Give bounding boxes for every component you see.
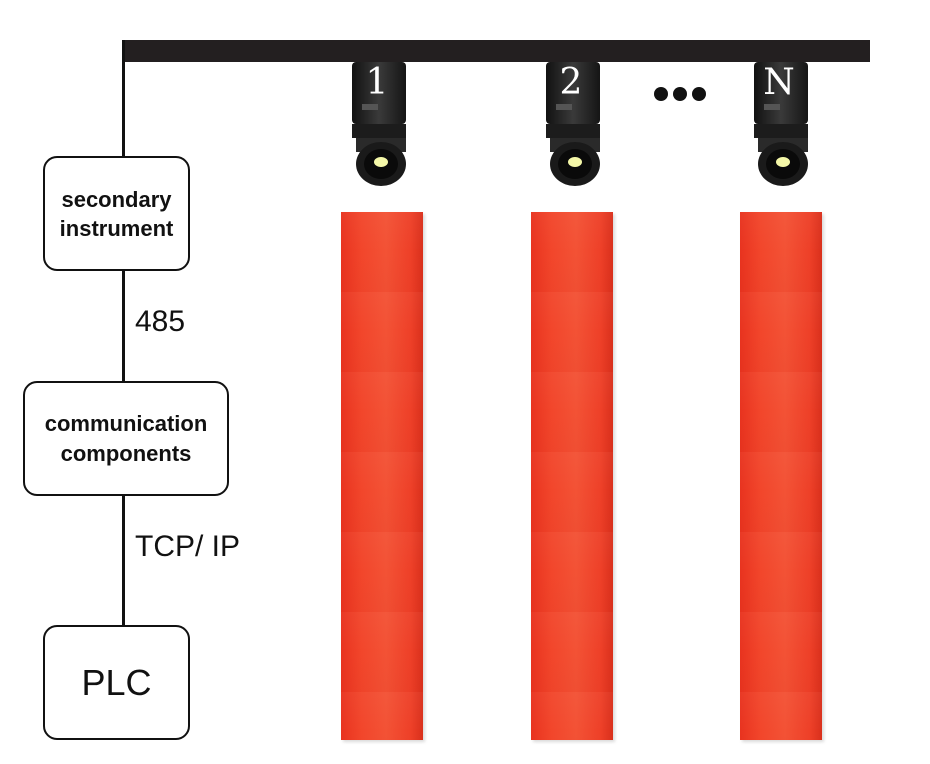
communication-components-label-line2: components [60,440,192,466]
communication-components-box: communication components [23,381,229,496]
camera-number: N [763,62,795,103]
camera-2: 2 [544,60,606,188]
secondary-instrument-label-line2: instrument [59,215,174,241]
plc-label: PLC [81,661,152,703]
hot-bar-2 [531,212,613,740]
plc-box: PLC [43,625,190,740]
secondary-instrument-label-line1: secondary [61,186,172,212]
rs485-link-label: 485 [135,305,186,338]
communication-components-label-line1: communication [44,410,208,436]
camera-number: 2 [559,62,583,103]
hot-bar-1 [341,212,423,740]
secondary-instrument-box: secondary instrument [43,156,190,271]
ellipsis-icon [654,87,706,101]
mounting-rail [122,40,870,62]
camera-icon [754,62,808,186]
camera-number: 1 [365,62,389,103]
connection-wire [122,40,125,628]
tcpip-link-label: TCP/ IP [135,530,241,563]
camera-icon [546,62,600,186]
camera-1: 1 [350,60,412,188]
camera-icon [352,62,406,186]
camera-n: N [752,60,814,188]
hot-bar-n [740,212,822,740]
